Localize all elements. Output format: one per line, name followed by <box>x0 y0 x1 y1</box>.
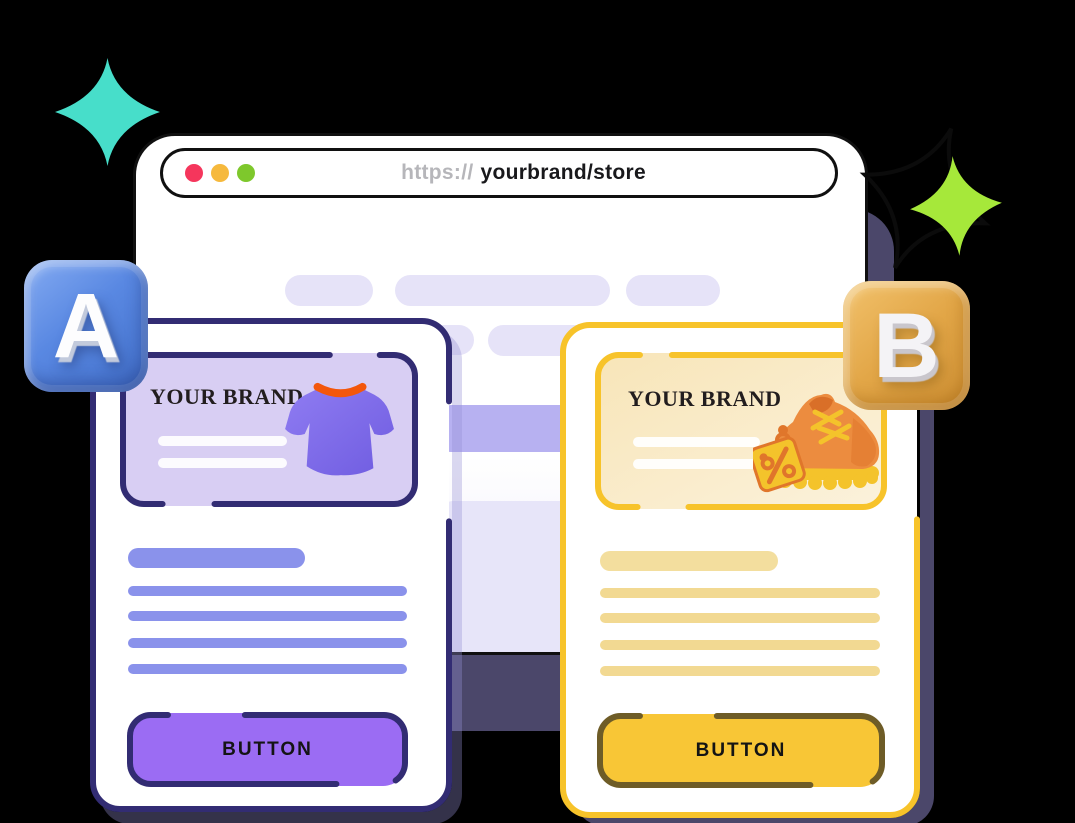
placeholder-line <box>128 664 407 674</box>
sneaker-icon <box>753 393 880 493</box>
variant-a-brand-name: YOUR BRAND <box>150 384 304 409</box>
variant-a-button-frame <box>127 712 408 787</box>
placeholder-line <box>128 586 407 596</box>
maximize-window-dot[interactable] <box>237 164 255 182</box>
variant-b-button-label: BUTTON <box>695 739 787 761</box>
placeholder-line <box>633 437 760 447</box>
placeholder-line <box>158 458 287 468</box>
placeholder-line <box>128 638 407 648</box>
minimize-window-dot[interactable] <box>211 164 229 182</box>
sparkle-teal-icon <box>55 58 160 166</box>
placeholder-bar <box>395 275 610 306</box>
variant-b-badge-letter: B <box>873 294 940 397</box>
variant-a-badge: A <box>24 260 148 392</box>
variant-b-brand-name: YOUR BRAND <box>628 386 782 411</box>
variant-a-badge-letter: A <box>52 275 120 377</box>
close-window-dot[interactable] <box>185 164 203 182</box>
placeholder-bar <box>626 275 720 306</box>
placeholder-line <box>600 588 880 598</box>
placeholder-line <box>128 611 407 621</box>
variant-b-button[interactable]: BUTTON <box>597 713 885 788</box>
variant-a-card: YOUR BRAND BUTTON <box>90 318 452 812</box>
variant-a-button[interactable]: BUTTON <box>127 712 408 787</box>
variant-b-card: YOUR BRAND <box>560 322 920 818</box>
url-path: yourbrand/store <box>480 161 646 184</box>
placeholder-line <box>600 613 880 623</box>
variant-b-button-frame <box>597 713 885 788</box>
variant-b-hero-panel: YOUR BRAND <box>595 352 887 510</box>
placeholder-heading <box>600 551 778 571</box>
url-scheme: https:// <box>401 161 474 184</box>
tshirt-icon <box>285 382 394 476</box>
placeholder-line <box>600 640 880 650</box>
placeholder-line <box>158 436 287 446</box>
placeholder-bar <box>285 275 373 306</box>
variant-b-badge: B <box>843 281 970 410</box>
placeholder-heading <box>128 548 305 568</box>
placeholder-line <box>600 666 880 676</box>
sparkle-green-icon <box>859 127 1002 269</box>
variant-a-button-label: BUTTON <box>222 738 313 760</box>
variant-a-hero-panel: YOUR BRAND <box>120 352 418 507</box>
url-text: https:// yourbrand/store <box>352 137 646 209</box>
window-controls <box>185 151 255 195</box>
placeholder-line <box>633 459 760 469</box>
address-bar[interactable]: https:// yourbrand/store <box>160 148 838 198</box>
